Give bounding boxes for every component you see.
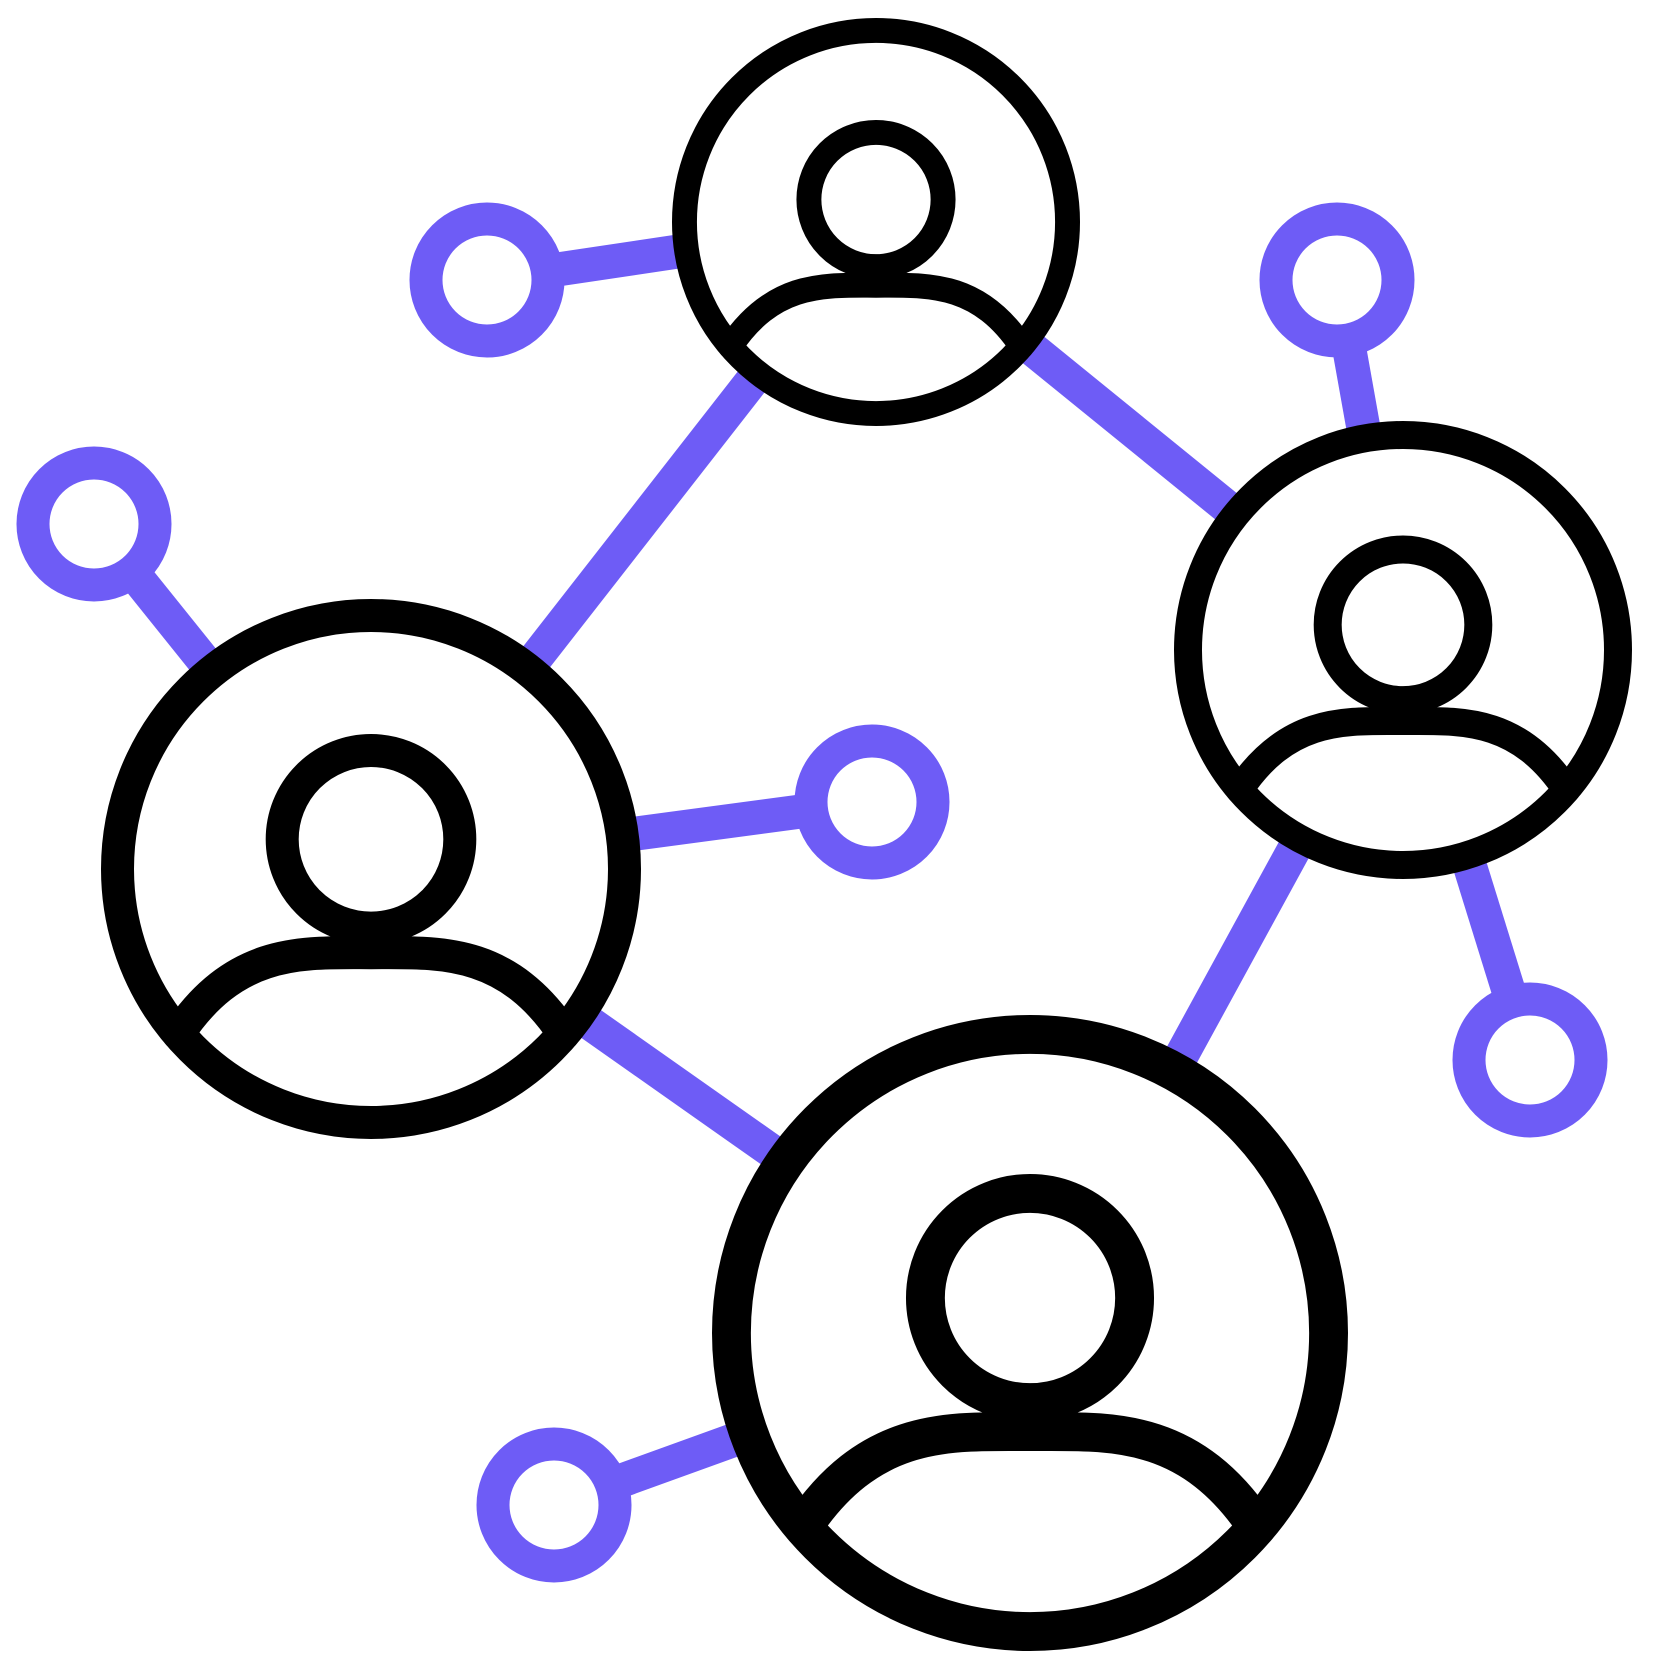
person-left-outer-ring bbox=[101, 599, 641, 1139]
node-center-node-circle-icon bbox=[794, 724, 950, 880]
node-circles bbox=[16, 202, 1608, 1583]
person-bottom bbox=[711, 1014, 1349, 1652]
person-right-user-icon-shoulders bbox=[1225, 706, 1581, 804]
person-left bbox=[101, 599, 641, 1139]
person-right-outer-ring bbox=[1173, 420, 1632, 880]
person-bottom-outer-ring bbox=[711, 1014, 1349, 1652]
person-top-outer-ring bbox=[672, 18, 1081, 426]
person-top-user-icon-head bbox=[796, 120, 956, 280]
person-bottom-user-icon-shoulders bbox=[783, 1412, 1277, 1547]
node-far-left-node-circle-icon bbox=[16, 446, 172, 602]
node-top-right-node-circle-icon bbox=[1259, 202, 1415, 358]
node-bottom-left-node-circle-icon bbox=[476, 1427, 632, 1583]
person-bottom-user-icon-head bbox=[905, 1173, 1155, 1423]
node-right-node-circle-icon bbox=[1452, 982, 1608, 1138]
person-right bbox=[1173, 420, 1632, 880]
person-icons bbox=[101, 18, 1632, 1652]
person-left-user-icon-head bbox=[265, 734, 477, 945]
person-top-user-icon-shoulders bbox=[717, 272, 1035, 359]
person-left-user-icon-shoulders bbox=[161, 936, 581, 1051]
person-top bbox=[672, 18, 1081, 426]
person-right-user-icon-head bbox=[1313, 535, 1493, 715]
node-top-left-node-circle-icon bbox=[409, 202, 565, 358]
